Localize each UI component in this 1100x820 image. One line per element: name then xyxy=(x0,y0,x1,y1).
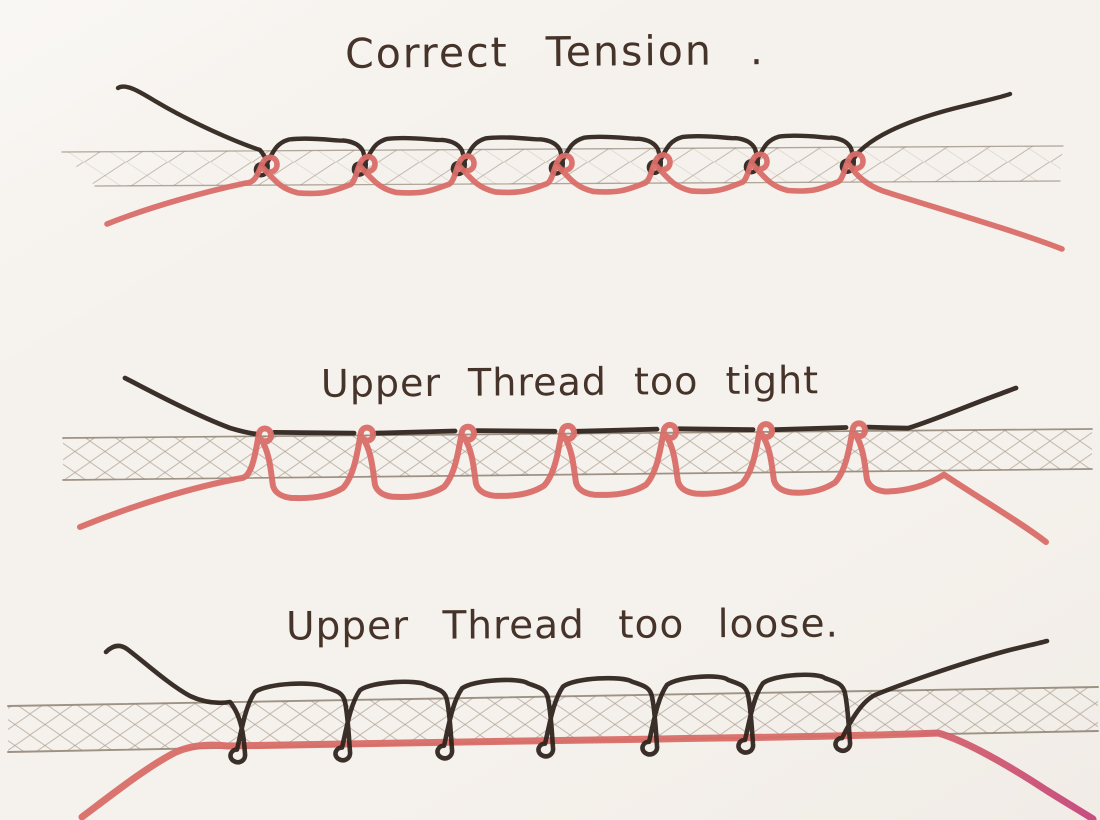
lower-thread-path xyxy=(77,420,1049,545)
caption-upper-thread-too-loose: Upper Thread too loose. xyxy=(285,601,840,650)
upper-thread-path xyxy=(122,375,1019,437)
upper-thread-too-loose-section xyxy=(7,638,1099,820)
correct-tension-section xyxy=(61,84,1065,252)
fabric-top-line xyxy=(7,686,1099,707)
upper-thread-too-tight-section xyxy=(62,375,1093,545)
fabric-top-line xyxy=(61,145,1064,153)
upper-thread-path xyxy=(103,638,1050,765)
caption-correct-tension: Correct Tension . xyxy=(344,26,766,78)
lower-thread-path xyxy=(78,729,1097,820)
lower-thread-path xyxy=(104,151,1065,252)
fabric-cross-section xyxy=(63,429,1092,480)
caption-upper-thread-too-tight: Upper Thread too tight xyxy=(320,358,820,406)
